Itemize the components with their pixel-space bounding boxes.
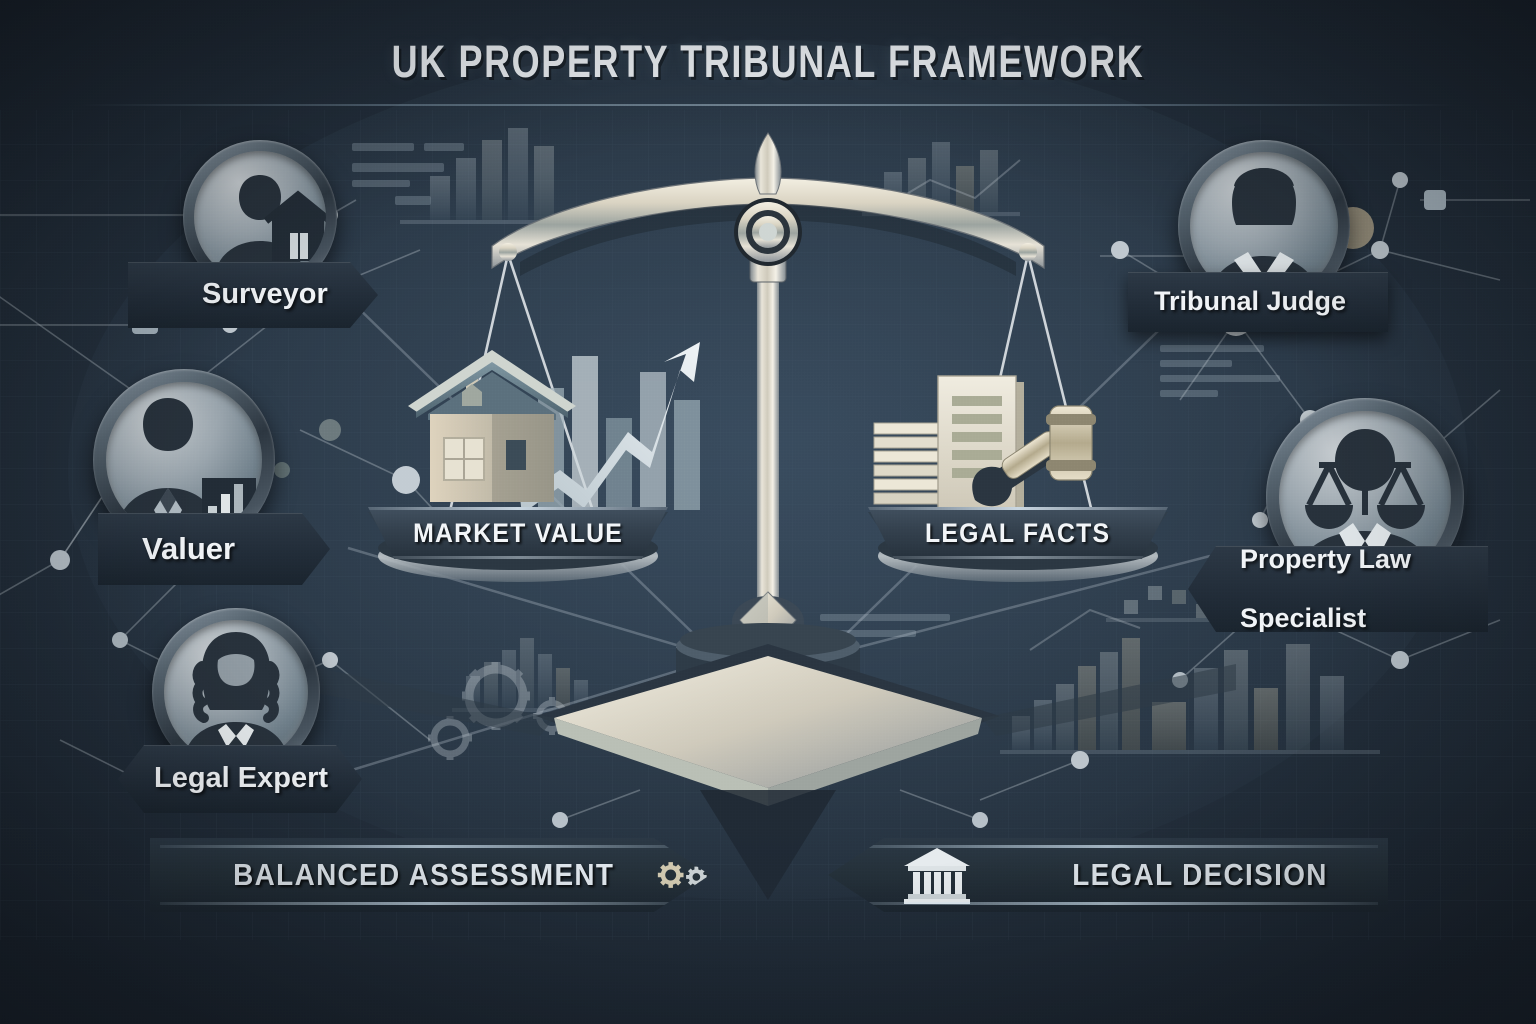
- plaque-label-surveyor: Surveyor: [202, 278, 328, 311]
- plaque-label-property-law-specialist: Property Law Specialist: [1240, 544, 1462, 633]
- courthouse-icon: [904, 848, 970, 904]
- plaque-label-tribunal-judge: Tribunal Judge: [1154, 286, 1347, 317]
- plaque-label-line2: Specialist: [1240, 602, 1367, 633]
- banner-bottom-edge: [868, 556, 1168, 559]
- pan-label-market-value: MARKET VALUE: [413, 517, 623, 548]
- plaque-legal-expert[interactable]: Legal Expert: [118, 745, 362, 813]
- banner-top-edge: [368, 507, 668, 510]
- ribbon-bottom-glass: [838, 902, 1378, 905]
- plaque-tribunal-judge[interactable]: Tribunal Judge: [1128, 272, 1388, 332]
- plaque-valuer[interactable]: Valuer: [98, 513, 330, 585]
- background-bar-chart-top: [400, 128, 600, 224]
- ribbon-label-legal-decision: LEGAL DECISION: [1072, 857, 1328, 892]
- plaque-label-legal-expert: Legal Expert: [154, 762, 329, 795]
- title-divider: [80, 104, 1456, 106]
- plaque-label-line1: Property Law: [1240, 544, 1412, 575]
- house-icon: [408, 350, 576, 502]
- fulcrum-platform: [554, 656, 982, 788]
- gavel-icon: [972, 405, 1096, 507]
- ribbon-balanced-assessment[interactable]: BALANCED ASSESSMENT: [150, 838, 710, 912]
- pan-label-legal-facts: LEGAL FACTS: [925, 517, 1111, 548]
- ribbon-top-glass: [838, 845, 1378, 848]
- pan-market-value[interactable]: MARKET VALUE: [368, 507, 668, 559]
- banner-bottom-edge: [368, 556, 668, 559]
- plaque-label-valuer: Valuer: [142, 531, 236, 567]
- banner-top-edge: [868, 507, 1168, 510]
- background-bar-chart-lower-left: [452, 638, 602, 712]
- pan-legal-facts[interactable]: LEGAL FACTS: [868, 507, 1168, 559]
- beam-finial-icon: [754, 132, 782, 195]
- page-title: UK PROPERTY TRIBUNAL FRAMEWORK: [391, 36, 1145, 87]
- medallion-face: [164, 620, 308, 764]
- plaque-property-law-specialist[interactable]: Property Law Specialist: [1188, 546, 1488, 632]
- ribbon-legal-decision[interactable]: LEGAL DECISION: [828, 838, 1388, 912]
- pan-banner-legal-facts: LEGAL FACTS: [868, 507, 1168, 559]
- plaque-surveyor[interactable]: Surveyor: [128, 262, 378, 328]
- ribbon-bottom-glass: [160, 902, 700, 905]
- pan-banner-market-value: MARKET VALUE: [368, 507, 668, 559]
- ribbon-top-glass: [160, 845, 700, 848]
- ribbon-label-balanced-assessment: BALANCED ASSESSMENT: [233, 857, 615, 892]
- background-bar-chart-lower-right: [1000, 586, 1386, 754]
